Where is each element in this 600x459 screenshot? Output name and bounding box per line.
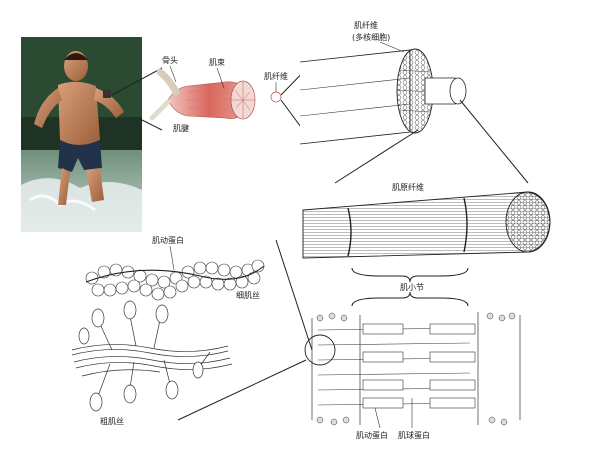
label-actin-top: 肌动蛋白 [152, 235, 184, 245]
label-thin-filament: 细肌丝 [236, 290, 260, 300]
label-muscle-fiber-small: 肌纤维 [264, 71, 288, 81]
label-muscle-fiber: 肌纤维 [354, 20, 378, 30]
runner-photo [21, 37, 142, 232]
label-thick-filament: 粗肌丝 [100, 416, 124, 426]
label-multinucleate: (多核细胞) [352, 32, 390, 42]
label-sarcomere: 肌小节 [400, 283, 424, 292]
label-tendon: 肌腱 [173, 123, 189, 133]
label-myofibril: 肌原纤维 [392, 182, 424, 192]
label-actin-bottom: 肌动蛋白 [356, 430, 388, 440]
myofibril-illustration [302, 191, 551, 259]
label-myosin-bottom: 肌球蛋白 [398, 430, 430, 440]
thin-filament-illustration [85, 259, 265, 301]
label-muscle-bundle: 肌束 [209, 58, 225, 67]
sarcomere-detail-illustration [304, 312, 521, 426]
thick-filament-illustration [71, 300, 233, 412]
muscle-fiber-illustration [299, 48, 467, 145]
label-bone: 骨头 [162, 55, 178, 65]
muscle-bundle-illustration [149, 68, 282, 121]
